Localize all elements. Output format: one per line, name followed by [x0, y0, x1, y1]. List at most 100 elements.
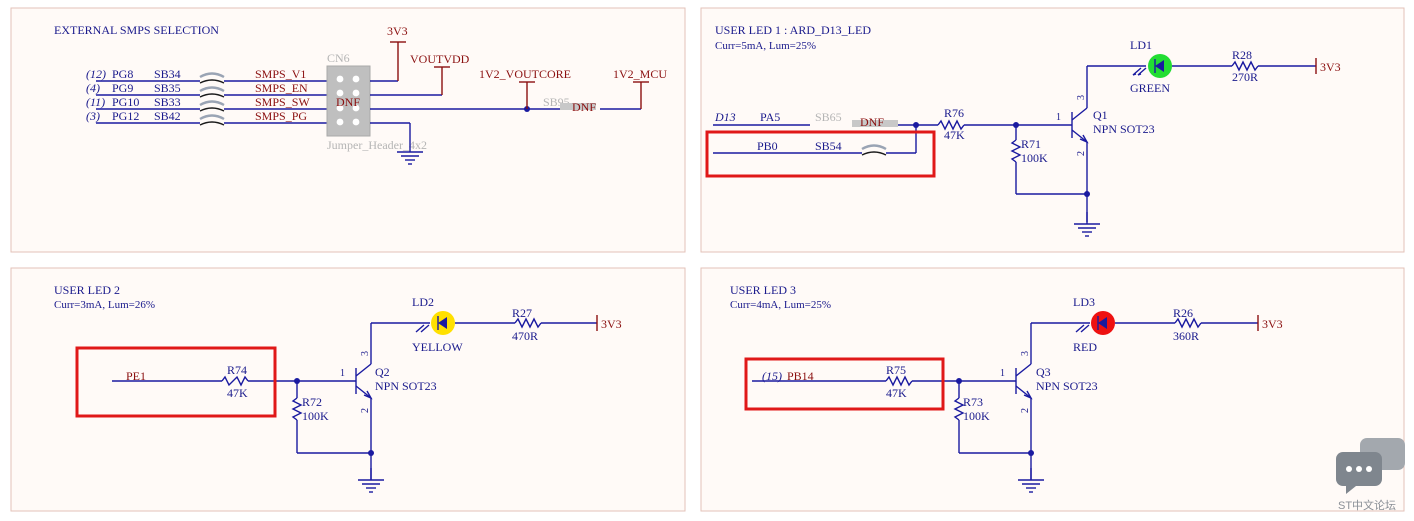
smps-bridge-ref: SB34 — [154, 67, 181, 81]
highlight-box-pb0 — [705, 130, 936, 178]
connector-cn6: CN6 DNF Jumper_Header_4x2 — [326, 51, 427, 152]
q3-pin-1: 1 — [1000, 368, 1005, 379]
r27-value: 470R — [512, 329, 538, 343]
r26-ref: R26 — [1173, 306, 1193, 320]
q1-pin-3: 3 — [1076, 95, 1087, 100]
q2-pin-2: 2 — [360, 408, 371, 413]
chat-bubbles-icon — [1336, 438, 1405, 494]
net-1v2-mcu: 1V2_MCU — [613, 67, 667, 81]
r26-value: 360R — [1173, 329, 1199, 343]
ld2-ref: LD2 — [412, 295, 434, 309]
r74-value: 47K — [227, 386, 248, 400]
smps-pin-number: (12) — [86, 67, 106, 81]
led1-r76-value: 47K — [944, 128, 965, 142]
panel-user-led-3: USER LED 3 Curr=4mA, Lum=25% (15) PB14 R… — [700, 267, 1405, 512]
smps-port: PG8 — [112, 67, 133, 81]
q2-pin-1: 1 — [340, 368, 345, 379]
transistor-q1: 1 3 2 Q1 NPN SOT23 — [1056, 66, 1155, 222]
connector-dnf: DNF — [336, 95, 360, 109]
smps-net-label: SMPS_PG — [255, 109, 307, 123]
q1-value: NPN SOT23 — [1093, 122, 1155, 136]
ld3-color: RED — [1073, 340, 1097, 354]
net-1v2-voutcore: 1V2_VOUTCORE — [479, 67, 571, 81]
connector-ref: CN6 — [327, 51, 350, 65]
ld3-ref: LD3 — [1073, 295, 1095, 309]
sb95-dnf: DNF — [572, 100, 596, 114]
net-3v3: 3V3 — [387, 24, 408, 38]
led2-title: USER LED 2 — [54, 283, 120, 297]
r72-value: 100K — [302, 409, 329, 423]
smps-pin-number: (3) — [86, 109, 100, 123]
ld2-color: YELLOW — [412, 340, 463, 354]
led1-title: USER LED 1 : ARD_D13_LED — [715, 23, 871, 37]
led1-r71-value: 100K — [1021, 151, 1048, 165]
net-voutvdd: VOUTVDD — [410, 52, 470, 66]
led1-d13-label: D13 — [714, 110, 736, 124]
transistor-q2: 1 3 2 Q2 NPN SOT23 — [340, 323, 437, 480]
r75-value: 47K — [886, 386, 907, 400]
q3-ref: Q3 — [1036, 365, 1051, 379]
led1-r76-ref: R76 — [944, 106, 964, 120]
led-ld3: LD3 RED — [1073, 295, 1115, 354]
q1-ref: Q1 — [1093, 108, 1108, 122]
ld1-color: GREEN — [1130, 81, 1170, 95]
q2-ref: Q2 — [375, 365, 390, 379]
q1-pin-1: 1 — [1056, 112, 1061, 123]
led2-subtitle: Curr=3mA, Lum=26% — [54, 299, 155, 311]
panel-user-led-1: USER LED 1 : ARD_D13_LED Curr=5mA, Lum=2… — [700, 7, 1405, 253]
highlight-box-pb14 — [744, 357, 945, 411]
smps-title: EXTERNAL SMPS SELECTION — [54, 23, 219, 37]
led3-title: USER LED 3 — [730, 283, 796, 297]
smps-pin-number: (4) — [86, 81, 100, 95]
smps-row: (3) PG12 SB42 SMPS_PG — [86, 109, 330, 127]
led1-sb54-ref: SB54 — [815, 139, 842, 153]
q3-pin-2: 2 — [1020, 408, 1031, 413]
led3-subtitle: Curr=4mA, Lum=25% — [730, 299, 831, 311]
r74-ref: R74 — [227, 363, 247, 377]
led1-sb65-dnf: DNF — [860, 115, 884, 129]
led-ld1: LD1 GREEN — [1130, 38, 1172, 95]
led1-sb65-ref: SB65 — [815, 110, 842, 124]
led1-pb0-label: PB0 — [757, 139, 778, 153]
smps-port: PG9 — [112, 81, 133, 95]
transistor-q3: 1 3 2 Q3 NPN SOT23 — [1000, 323, 1098, 480]
highlight-box-pe1 — [75, 346, 277, 418]
watermark-text: ST中文论坛 — [1338, 498, 1396, 512]
q1-pin-2: 2 — [1076, 151, 1087, 156]
q3-pin-3: 3 — [1020, 351, 1031, 356]
smps-port: PG10 — [112, 95, 139, 109]
smps-pin-number: (11) — [86, 95, 105, 109]
led2-net-3v3: 3V3 — [601, 317, 622, 331]
panel-smps-selection: EXTERNAL SMPS SELECTION (12) PG8 SB34 SM… — [10, 7, 686, 253]
smps-row: (4) PG9 SB35 SMPS_EN — [86, 81, 330, 99]
led3-pin-number: (15) — [762, 369, 782, 383]
led-ld2: LD2 YELLOW — [412, 295, 463, 354]
r73-value: 100K — [963, 409, 990, 423]
ld1-ref: LD1 — [1130, 38, 1152, 52]
smps-port: PG12 — [112, 109, 139, 123]
smps-bridge-ref: SB35 — [154, 81, 181, 95]
r72-ref: R72 — [302, 395, 322, 409]
r75-ref: R75 — [886, 363, 906, 377]
r73-ref: R73 — [963, 395, 983, 409]
forum-watermark: ST中文论坛 — [1336, 438, 1405, 512]
q3-value: NPN SOT23 — [1036, 379, 1098, 393]
connector-value: Jumper_Header_4x2 — [327, 138, 427, 152]
smps-row: (11) PG10 SB33 SMPS_SW — [86, 95, 330, 113]
led2-signal-label: PE1 — [126, 369, 146, 383]
led1-net-3v3: 3V3 — [1320, 60, 1341, 74]
q2-value: NPN SOT23 — [375, 379, 437, 393]
r27-ref: R27 — [512, 306, 532, 320]
smps-bridge-ref: SB42 — [154, 109, 181, 123]
r28-ref: R28 — [1232, 48, 1252, 62]
smps-net-label: SMPS_EN — [255, 81, 308, 95]
led1-subtitle: Curr=5mA, Lum=25% — [715, 40, 816, 52]
smps-bridge-ref: SB33 — [154, 95, 181, 109]
q2-pin-3: 3 — [360, 351, 371, 356]
led3-signal-label: PB14 — [787, 369, 814, 383]
panel-user-led-2: USER LED 2 Curr=3mA, Lum=26% PE1 R74 47K… — [10, 267, 686, 512]
led3-net-3v3: 3V3 — [1262, 317, 1283, 331]
smps-net-label: SMPS_SW — [255, 95, 310, 109]
